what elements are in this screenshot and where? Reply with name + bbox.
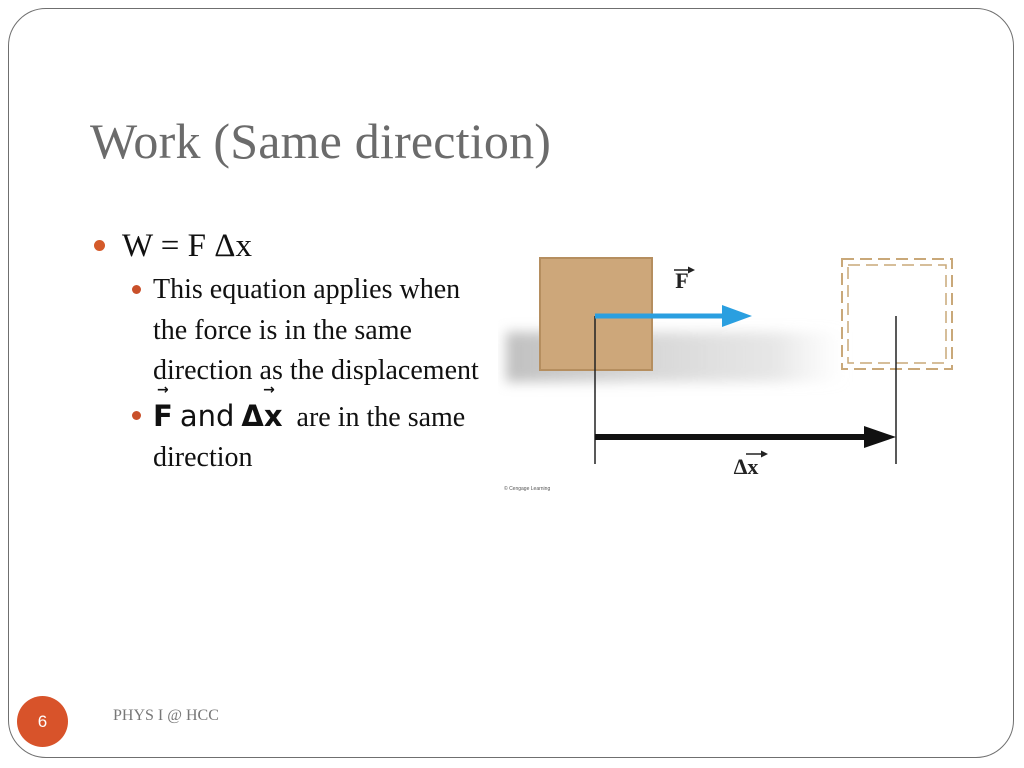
bullet-dot [94,240,105,251]
ghost-block-inner [847,264,947,364]
sub-bullet-direction: →F and →Δx are in the same direction [132,381,492,479]
vector-arrow-icon: → [263,381,275,398]
sub-bullet-condition: This equation applies when the force is … [132,270,492,392]
direction-text: are in the same direction [153,401,466,474]
image-credit: © Cengage Learning [504,485,550,492]
page-number-badge: 6 [17,696,68,747]
force-vector-symbol: →F [153,381,173,433]
sub-bullet-dot [132,285,141,294]
force-label-arrowhead-icon [688,266,695,274]
displacement-arrow-head [864,426,896,448]
sub-bullet-dot [132,410,141,420]
vector-arrow-icon: → [157,381,169,398]
work-diagram: F Δx © Cengage Learning [504,257,953,492]
slide-title: Work (Same direction) [90,113,552,169]
bullet-list: W = F Δx This equation applies when the … [92,226,492,479]
force-label: F [675,268,688,293]
and-word: and [179,398,235,433]
force-arrow-head [722,305,752,327]
footer-text: PHYS I @ HCC [113,707,219,724]
slide-frame [8,8,1014,758]
displacement-vector-symbol: →Δx [241,381,283,433]
ghost-block [841,258,953,370]
page-number: 6 [37,711,48,731]
equation-text: W = F Δx [122,228,252,264]
condition-text: This equation applies when the force is … [153,274,479,386]
bullet-equation: W = F Δx [92,226,492,266]
displacement-label-arrowhead-icon [761,450,768,458]
displacement-label: Δx [734,454,759,479]
